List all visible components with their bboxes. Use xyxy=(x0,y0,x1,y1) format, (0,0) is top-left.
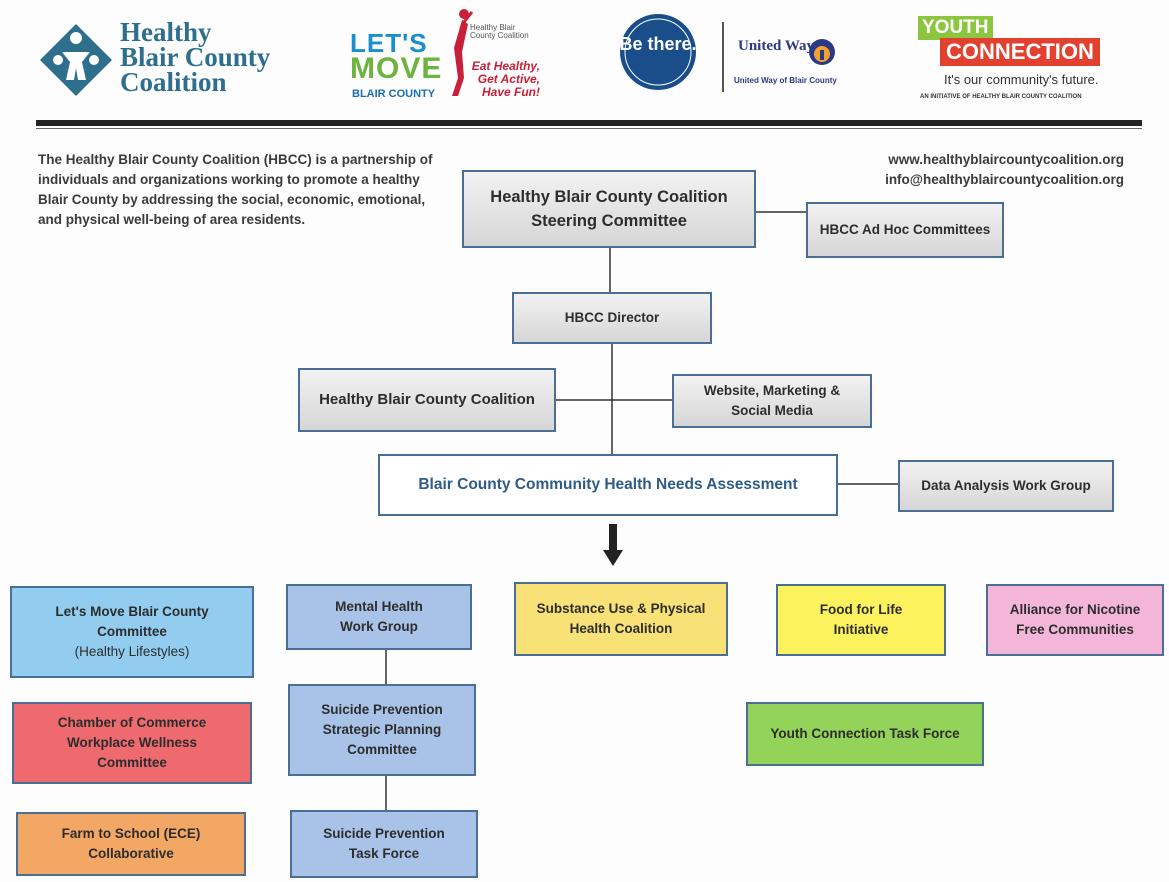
mental-health-box[interactable]: Mental Health Work Group xyxy=(286,584,472,650)
united-way-logo: United Way xyxy=(738,38,835,65)
hbcc-logo: Healthy Blair County Coalition xyxy=(38,18,278,100)
adhoc-committees-box[interactable]: HBCC Ad Hoc Committees xyxy=(806,202,1004,258)
lets-move-subtitle: (Healthy Lifestyles) xyxy=(74,644,190,659)
youth-connection-logo: YOUTH CONNECTION It's our community's fu… xyxy=(918,16,1108,108)
director-box[interactable]: HBCC Director xyxy=(512,292,712,344)
youth-logo-tagline: It's our community's future. xyxy=(944,72,1099,87)
header-rule xyxy=(36,120,1142,126)
youth-task-force-box[interactable]: Youth Connection Task Force xyxy=(746,702,984,766)
intro-text: The Healthy Blair County Coalition (HBCC… xyxy=(38,152,433,227)
header-rule-thin xyxy=(36,128,1142,129)
jumping-figure-icon xyxy=(452,9,474,96)
be-there-logo-text: Be there. xyxy=(619,34,696,54)
lets-move-logo-slogan: Eat Healthy, Get Active, Have Fun! xyxy=(471,59,540,99)
down-arrow-icon xyxy=(603,550,623,566)
lets-move-logo: LET'S MOVE BLAIR COUNTY Healthy Blair Co… xyxy=(348,8,548,100)
contact-info: www.healthyblaircountycoalition.org info… xyxy=(830,150,1124,190)
united-way-caption: United Way of Blair County xyxy=(734,76,837,85)
united-way-logo-text: United Way xyxy=(738,38,814,54)
youth-logo-line1: YOUTH xyxy=(918,16,993,40)
alliance-nicotine-box[interactable]: Alliance for Nicotine Free Communities xyxy=(986,584,1164,656)
lets-move-logo-line1: LET'S xyxy=(350,28,428,58)
hbcc-logo-text: Healthy Blair County Coalition xyxy=(120,17,271,97)
chamber-commerce-box[interactable]: Chamber of Commerce Workplace Wellness C… xyxy=(12,702,252,784)
be-there-logo: Be there. xyxy=(619,14,697,90)
data-analysis-box[interactable]: Data Analysis Work Group xyxy=(898,460,1114,512)
lets-move-logo-mini: Healthy Blair County Coalition xyxy=(470,23,529,40)
lets-move-logo-line2: MOVE xyxy=(350,52,443,85)
lets-move-committee-box[interactable]: Let's Move Blair County Committee(Health… xyxy=(10,586,254,678)
suicide-task-force-box[interactable]: Suicide Prevention Task Force xyxy=(290,810,478,878)
coalition-box[interactable]: Healthy Blair County Coalition xyxy=(298,368,556,432)
food-for-life-box[interactable]: Food for Life Initiative xyxy=(776,584,946,656)
website-marketing-box[interactable]: Website, Marketing & Social Media xyxy=(672,374,872,428)
chna-box[interactable]: Blair County Community Health Needs Asse… xyxy=(378,454,838,516)
substance-use-box[interactable]: Substance Use & Physical Health Coalitio… xyxy=(514,582,728,656)
down-arrow-shaft xyxy=(609,524,617,550)
lets-move-logo-line3: BLAIR COUNTY xyxy=(352,88,436,100)
website-link[interactable]: www.healthyblaircountycoalition.org xyxy=(888,152,1124,167)
email-link[interactable]: info@healthyblaircountycoalition.org xyxy=(885,172,1124,187)
steering-committee-box[interactable]: Healthy Blair County Coalition Steering … xyxy=(462,170,756,248)
farm-to-school-box[interactable]: Farm to School (ECE) Collaborative xyxy=(16,812,246,876)
youth-logo-line2: CONNECTION xyxy=(940,38,1100,66)
logo-divider xyxy=(722,22,724,92)
youth-logo-initiative: AN INITIATIVE OF HEALTHY BLAIR COUNTY CO… xyxy=(920,94,1082,100)
suicide-planning-box[interactable]: Suicide Prevention Strategic Planning Co… xyxy=(288,684,476,776)
hbcc-logo-icon xyxy=(40,24,112,96)
